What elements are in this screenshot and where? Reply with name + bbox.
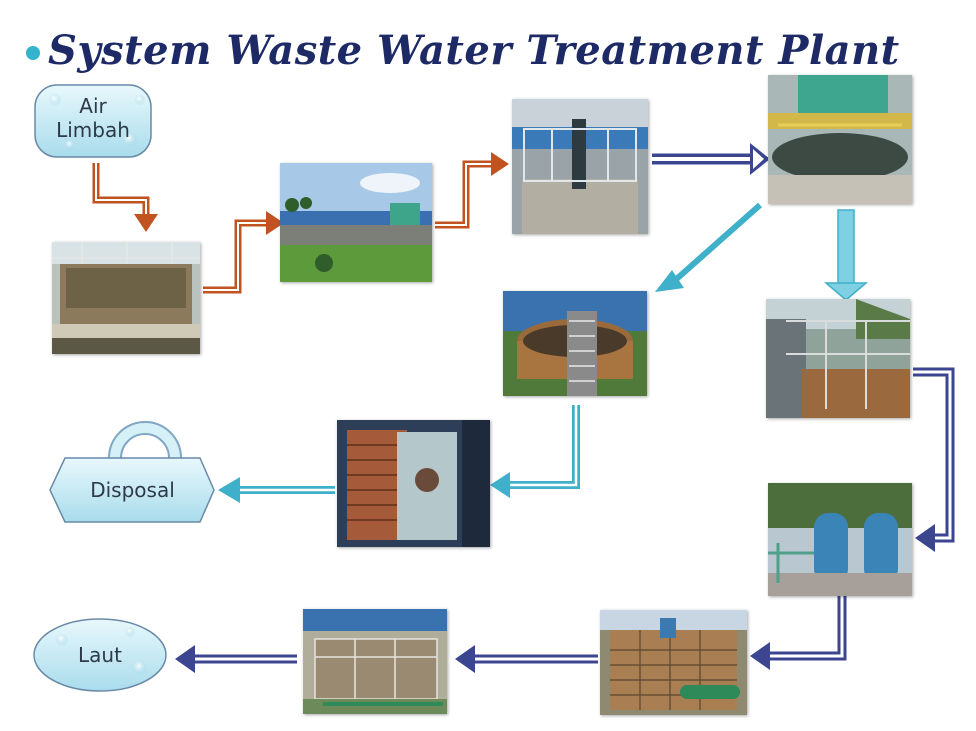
filter-press-photo <box>337 420 490 547</box>
input-node-label: Air Limbah <box>56 94 130 142</box>
title-row: System Waste Water Treatment Plant <box>26 20 900 80</box>
mixing-tank-photo <box>512 99 648 234</box>
page-title: System Waste Water Treatment Plant <box>48 26 900 74</box>
clarifier-photo <box>768 75 912 204</box>
treatment-tank-photo <box>766 299 910 418</box>
input-node-shape <box>34 84 152 158</box>
plant-overview-photo <box>280 163 432 282</box>
cyan-arrows <box>218 202 869 503</box>
bullet-icon <box>26 46 40 60</box>
final-basin-photo <box>303 609 447 714</box>
output-node-label: Laut <box>78 643 122 667</box>
navy-arrows <box>175 143 955 673</box>
sludge-thickener-photo <box>503 291 647 396</box>
disposal-node-shape <box>49 421 215 523</box>
disposal-node-label: Disposal <box>90 478 175 502</box>
filter-tanks-photo <box>768 483 912 596</box>
equalization-basin-photo <box>52 242 200 354</box>
outlet-basin-photo <box>600 610 747 715</box>
